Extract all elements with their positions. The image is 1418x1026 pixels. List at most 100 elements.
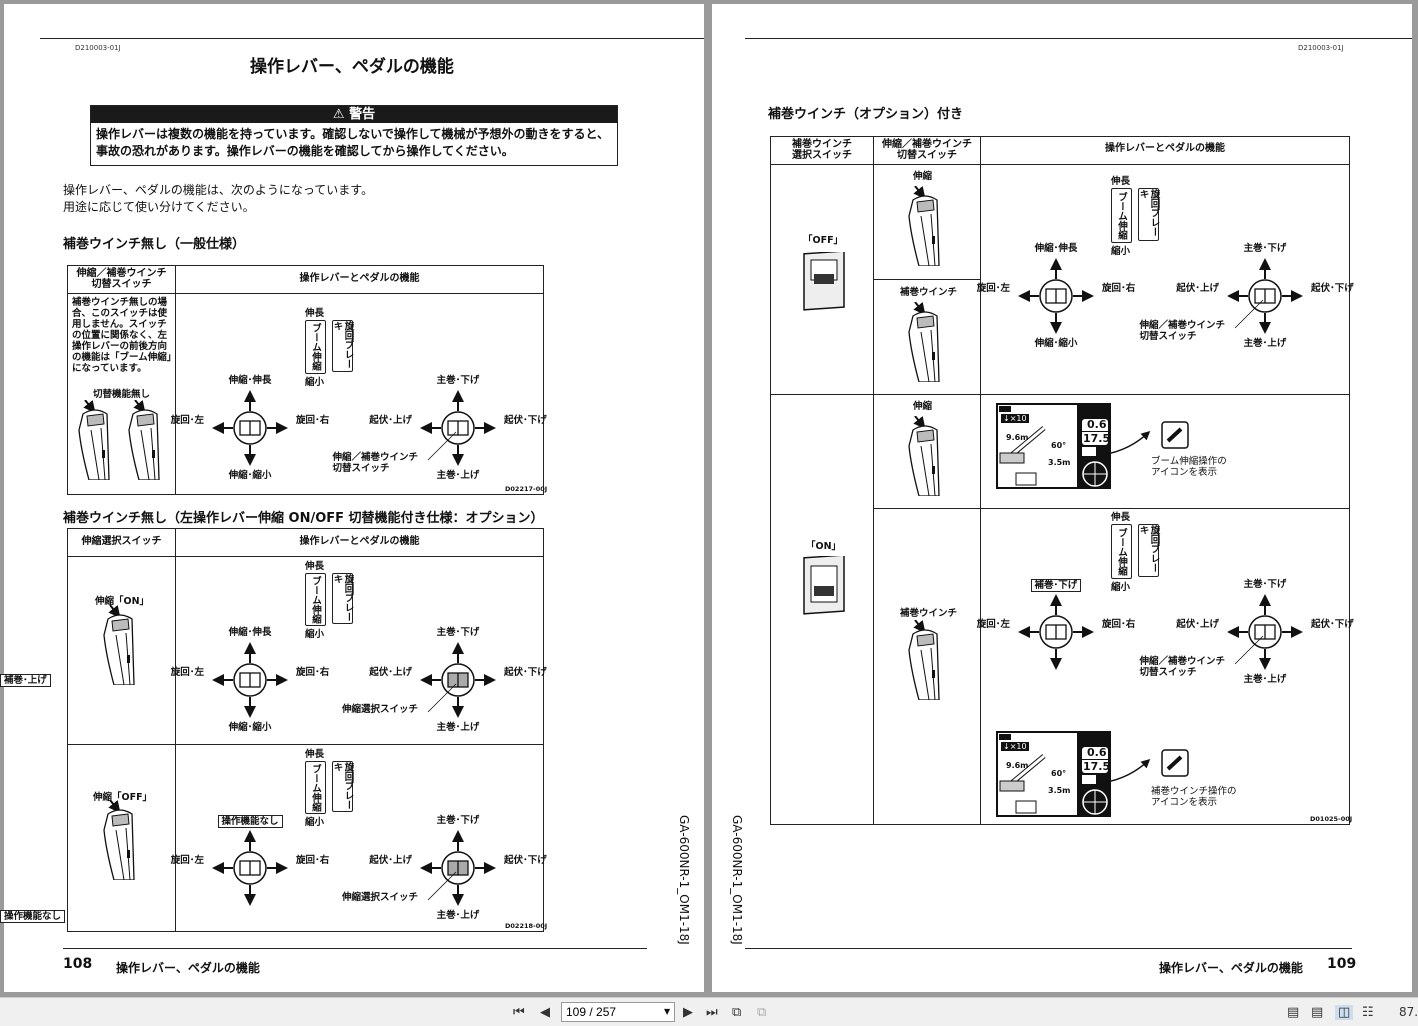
first-page-icon[interactable]: ⏮: [513, 1005, 525, 1020]
boom-telescope-box: ブーム伸縮: [305, 761, 326, 814]
direction-label: 起伏･下げ: [504, 855, 547, 866]
retract-label: 縮小: [305, 629, 325, 640]
lever-diagram: [418, 388, 498, 468]
figure-code: D02218-00J: [505, 922, 548, 930]
working-radius: 3.5m: [1048, 458, 1071, 467]
leader-line: [418, 870, 460, 902]
switch-callout: 伸縮選択スイッチ: [341, 892, 418, 903]
leader-line: [1225, 634, 1267, 666]
direction-label: 旋回･右: [296, 667, 330, 678]
continuous-icon[interactable]: ▤: [1311, 1005, 1324, 1020]
boom-telescope-box: ブーム伸縮: [305, 573, 326, 626]
fit-page-icon[interactable]: ⧉: [732, 1005, 742, 1020]
divider: [67, 293, 544, 294]
direction-label: 起伏･下げ: [504, 415, 547, 426]
direction-label: 起伏･下げ: [504, 667, 547, 678]
direction-label: 主巻･下げ: [1243, 243, 1287, 254]
direction-label: 旋回･右: [1102, 283, 1136, 294]
direction-label: 主巻･下げ: [1243, 579, 1287, 590]
doc-id: D210003-01J: [1298, 44, 1344, 52]
figure-code: D01025-00J: [1310, 815, 1353, 823]
lever-diagram: [1225, 592, 1305, 672]
working-radius: 3.5m: [1048, 786, 1071, 795]
retract-label: 縮小: [305, 817, 325, 828]
lever-diagram: [1016, 256, 1096, 336]
prev-page-icon[interactable]: ◀: [540, 1005, 550, 1020]
lever-handle-icon: [905, 619, 945, 701]
divider: [770, 164, 1350, 165]
header-rule: [40, 38, 704, 39]
swing-brake-box: 旋回ブレーキ: [332, 320, 354, 372]
direction-label: 伸縮･伸長: [1034, 243, 1078, 254]
lever-handle-icon: [100, 799, 140, 881]
switch-callout: 伸縮選択スイッチ: [341, 704, 418, 715]
direction-label: 伸縮･縮小: [1034, 338, 1078, 349]
direction-label: 操作機能なし: [0, 910, 66, 923]
extend-label: 伸長: [1111, 176, 1131, 187]
footer-title: 操作レバー、ペダルの機能: [1159, 961, 1303, 975]
lever-handle-icon: [905, 185, 945, 267]
column-header: 操作レバーとペダルの機能: [299, 536, 420, 547]
last-page-icon[interactable]: ⏭: [706, 1005, 718, 1020]
row-label-off: 伸縮「OFF」: [93, 792, 153, 803]
lever-diagram: [1016, 592, 1096, 672]
page-dropdown-icon[interactable]: ▼: [664, 1007, 671, 1016]
lever-diagram: [1225, 256, 1305, 336]
direction-label: 補巻･上げ: [0, 674, 51, 687]
extend-label: 伸長: [305, 749, 325, 760]
divider: [980, 136, 981, 825]
divider: [67, 556, 544, 557]
direction-label: 伸縮･縮小: [228, 722, 272, 733]
switch-callout: 伸縮／補巻ウインチ 切替スイッチ: [1139, 320, 1225, 342]
boom-telescope-box: ブーム伸縮: [1111, 188, 1132, 243]
two-page-continuous-icon[interactable]: ☷: [1362, 1005, 1374, 1020]
direction-label: 伸縮･伸長: [228, 375, 272, 386]
switch-position-label: 補巻ウインチ: [900, 608, 958, 619]
page-number-input[interactable]: [561, 1002, 675, 1022]
next-page-icon[interactable]: ▶: [683, 1005, 693, 1020]
direction-label: 起伏･下げ: [1311, 283, 1354, 294]
radius-value: 17.5: [1083, 760, 1111, 773]
divider: [770, 394, 1350, 395]
direction-label: 旋回･左: [976, 619, 1010, 630]
divider: [873, 136, 874, 825]
extend-label: 伸長: [1111, 512, 1131, 523]
warning-text: 操作レバーは複数の機能を持っています。確認しないで操作して機械が予想外の動きをす…: [96, 127, 610, 158]
row-label-on: 「ON」: [806, 541, 842, 552]
page-number: 108: [63, 956, 93, 972]
extend-label: 伸長: [305, 561, 325, 572]
leader-line: [418, 430, 460, 462]
leader-line: [418, 682, 460, 714]
boom-telescope-box: ブーム伸縮: [1111, 524, 1132, 579]
fit-width-icon[interactable]: ⧉: [757, 1005, 767, 1020]
warning-box: ⚠ 警告 操作レバーは複数の機能を持っています。確認しないで操作して機械が予想外…: [90, 105, 618, 166]
divider: [873, 279, 980, 280]
load-tag: ↓×10: [1001, 414, 1029, 423]
header-rule: [745, 38, 1412, 39]
direction-label: 旋回･左: [170, 855, 204, 866]
boom-angle: 60°: [1051, 441, 1067, 450]
switch-note: 補巻ウインチ無しの場 合、このスイッチは使 用しません。スイッチ の位置に関係な…: [72, 297, 177, 374]
switch-position-label: 伸縮: [913, 171, 933, 182]
retract-label: 縮小: [1111, 246, 1131, 257]
direction-label: 主巻･下げ: [436, 375, 480, 386]
divider: [67, 744, 544, 745]
lever-diagram: [418, 828, 498, 908]
intro-line: 操作レバー、ペダルの機能は、次のようになっています。: [63, 183, 374, 197]
single-page-icon[interactable]: ▤: [1287, 1005, 1300, 1020]
retract-label: 縮小: [1111, 582, 1131, 593]
direction-label: 主巻･上げ: [436, 722, 480, 733]
selector-switch-on: [802, 554, 846, 616]
switch-position-label: 補巻ウインチ: [900, 287, 958, 298]
two-page-icon[interactable]: ◫: [1335, 1005, 1354, 1020]
direction-label: 起伏･上げ: [369, 667, 412, 678]
row-label-on: 伸縮「ON」: [95, 596, 150, 607]
lever-diagram: [210, 640, 290, 720]
column-header: 伸縮／補巻ウインチ 切替スイッチ: [76, 268, 167, 290]
side-code: GA-600NR-1_OM1-18J: [677, 815, 691, 945]
direction-label: 主巻･下げ: [436, 815, 480, 826]
divider: [175, 528, 176, 932]
load-tag: ↓×10: [1001, 742, 1029, 751]
swing-brake-box: 旋回ブレーキ: [332, 761, 354, 812]
aux-winch-hook-icon: [1161, 749, 1189, 777]
